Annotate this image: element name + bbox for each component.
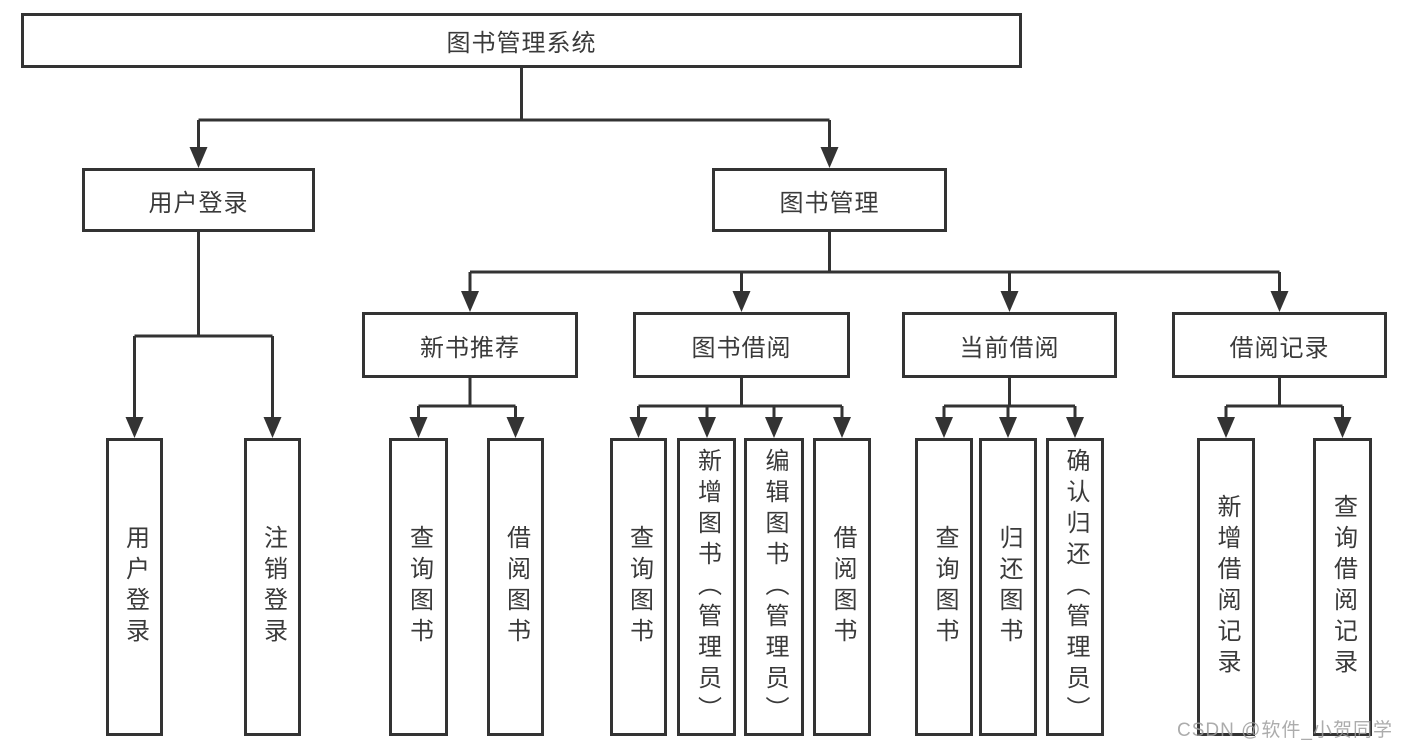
- leaf-logout: 注销登录: [244, 438, 301, 736]
- leaf-return-books-label: 归还图书: [995, 525, 1022, 649]
- leaf-borrow-books-label: 借阅图书: [829, 525, 856, 649]
- leaf-query-books-current-label: 查询图书: [931, 525, 958, 649]
- node-new-book-recommend-label: 新书推荐: [420, 334, 520, 362]
- node-current-borrowing-label: 当前借阅: [959, 334, 1060, 362]
- leaf-confirm-return-admin: 确认归还（管理员）: [1046, 438, 1104, 736]
- leaf-borrow-books-recommend-label: 借阅图书: [502, 525, 530, 649]
- node-book-management-label: 图书管理: [779, 189, 880, 217]
- node-new-book-recommend: 新书推荐: [362, 312, 578, 378]
- leaf-query-borrow-record-label: 查询借阅记录: [1329, 494, 1357, 680]
- leaf-add-borrow-record: 新增借阅记录: [1197, 438, 1255, 736]
- leaf-borrow-books-recommend: 借阅图书: [487, 438, 544, 736]
- node-user-login-label: 用户登录: [148, 189, 249, 217]
- node-borrow-records: 借阅记录: [1172, 312, 1387, 378]
- leaf-user-login: 用户登录: [106, 438, 163, 736]
- node-user-login: 用户登录: [82, 168, 315, 232]
- leaf-return-books: 归还图书: [979, 438, 1037, 736]
- leaf-add-books-admin: 新增图书（管理员）: [677, 438, 736, 736]
- csdn-watermark: CSDN @软件_小贺同学: [1177, 720, 1393, 741]
- node-current-borrowing: 当前借阅: [902, 312, 1117, 378]
- leaf-logout-label: 注销登录: [259, 525, 287, 649]
- leaf-query-books-borrowing-label: 查询图书: [625, 525, 653, 649]
- leaf-query-books-recommend-label: 查询图书: [405, 525, 433, 649]
- leaf-query-books-borrowing: 查询图书: [610, 438, 667, 736]
- node-book-borrowing: 图书借阅: [633, 312, 850, 378]
- node-book-borrowing-label: 图书借阅: [691, 334, 792, 362]
- node-book-management: 图书管理: [712, 168, 947, 232]
- leaf-borrow-books: 借阅图书: [813, 438, 871, 736]
- leaf-edit-books-admin-label: 编辑图书（管理员）: [761, 447, 788, 727]
- leaf-query-books-current: 查询图书: [915, 438, 973, 736]
- node-root-label: 图书管理系统: [446, 30, 597, 57]
- leaf-query-books-recommend: 查询图书: [389, 438, 448, 736]
- leaf-user-login-label: 用户登录: [121, 525, 149, 649]
- node-root: 图书管理系统: [21, 13, 1022, 68]
- leaf-query-borrow-record: 查询借阅记录: [1313, 438, 1372, 736]
- leaf-confirm-return-admin-label: 确认归还（管理员）: [1062, 447, 1089, 727]
- node-borrow-records-label: 借阅记录: [1229, 334, 1330, 362]
- leaf-add-borrow-record-label: 新增借阅记录: [1213, 494, 1240, 680]
- leaf-edit-books-admin: 编辑图书（管理员）: [744, 438, 804, 736]
- leaf-add-books-admin-label: 新增图书（管理员）: [693, 447, 721, 727]
